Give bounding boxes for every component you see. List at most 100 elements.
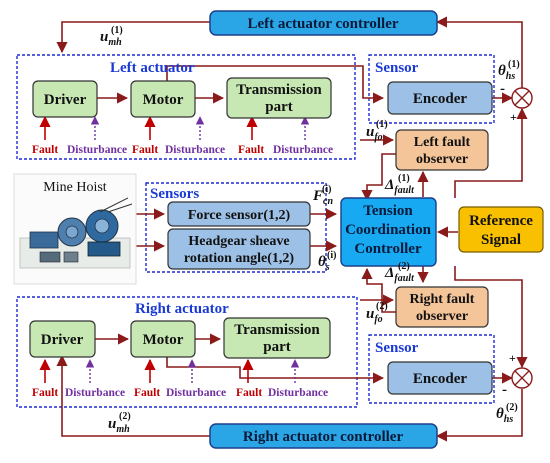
tcc-label-3: Controller [354, 241, 422, 257]
f-cn-sub: cn [323, 196, 333, 207]
right-motor-label: Motor [143, 332, 184, 348]
sum-bottom-minus-sign: - [502, 382, 507, 398]
summing-junction-top [511, 87, 533, 109]
u-mh-bottom-sub: mh [116, 424, 130, 435]
right-transmission-label-2: part [263, 339, 291, 355]
right-actuator-title: Right actuator [135, 301, 229, 317]
theta-hs-top-label: θhs [498, 63, 515, 82]
theta-hs-bottom-sub: hs [504, 414, 514, 425]
sum-bottom-plus-sign: + [509, 351, 516, 365]
left-fault-label-1: Fault [32, 144, 58, 156]
u-fo-top-label: ufo [366, 124, 383, 143]
u-fo-top-sup: (1) [376, 119, 388, 130]
delta-fault-bottom-base: Δ [384, 265, 394, 281]
left-driver-label: Driver [44, 92, 87, 108]
connections [56, 16, 528, 442]
right-fault-label-3: Fault [236, 387, 262, 399]
sensors-group-title: Sensors [150, 186, 199, 202]
right-actuator-controller-label: Right actuator controller [243, 429, 404, 445]
theta-hs-top-base: θ [498, 63, 506, 79]
theta-s-label: θs [318, 254, 330, 273]
left-actuator-title: Left actuator [110, 60, 195, 76]
theta-hs-bottom-label: θhs [496, 406, 513, 425]
right-fault-label-2: Fault [134, 387, 160, 399]
reference-signal [458, 206, 544, 253]
u-mh-top-base: u [100, 29, 108, 45]
summing-junction-bottom [511, 367, 533, 389]
sensor-bottom-group [368, 334, 495, 404]
line-right-observer-tcc [361, 267, 396, 313]
tension-coordination-controller [340, 197, 437, 267]
left-driver-block [32, 80, 98, 118]
left-disturbance-label-3: Disturbance [273, 144, 333, 156]
theta-hs-bottom-sup: (2) [506, 402, 518, 413]
right-disturbance-label-3: Disturbance [268, 387, 328, 399]
encoder-top-block [387, 81, 493, 115]
right-transmission-block [223, 317, 331, 359]
delta-fault-top-sub: fault [394, 185, 415, 196]
encoder-top-label: Encoder [413, 91, 468, 107]
line-sum-bottom-controller [435, 389, 523, 442]
line-motor-encoder-bottom [166, 355, 385, 384]
right-fault-label-1: Fault [32, 387, 58, 399]
tcc-label-2: Coordination [345, 222, 432, 238]
left-disturbance-label-2: Disturbance [165, 144, 225, 156]
right-disturbance-label-2: Disturbance [166, 387, 226, 399]
right-observer-label-2: observer [416, 309, 468, 324]
u-mh-bottom-sup: (2) [119, 411, 131, 422]
reference-label-2: Signal [481, 232, 521, 248]
line-bottom-controller-driver [56, 354, 210, 437]
left-motor-label: Motor [143, 92, 184, 108]
line-sum-top-to-controller [435, 16, 523, 95]
line-top-controller-to-driver [56, 21, 210, 54]
u-mh-top-sup: (1) [111, 25, 123, 36]
tcc-label-1: Tension [363, 203, 413, 219]
left-fault-observer [395, 129, 489, 171]
sensor-bottom-title: Sensor [375, 340, 419, 356]
delta-fault-bottom-label: Δfault [384, 265, 415, 284]
left-actuator-group [16, 54, 356, 160]
right-observer-label-1: Right fault [410, 292, 475, 307]
sensor-top-title: Sensor [375, 60, 419, 76]
fault-disturbance-arrows [39, 115, 310, 383]
u-mh-bottom-label: umh [108, 416, 130, 435]
left-fault-label-2: Fault [132, 144, 158, 156]
sum-top-plus-sign: + [510, 110, 517, 124]
f-cn-base: F [312, 188, 323, 204]
right-transmission-label-1: Transmission [234, 322, 320, 338]
left-observer-label-2: observer [416, 152, 468, 167]
line-left-observer-tcc [361, 153, 396, 202]
mine-hoist-illustration [19, 197, 133, 269]
encoder-bottom-block [387, 361, 493, 395]
f-cn-sup: (i) [322, 184, 331, 195]
theta-s-sub: s [325, 262, 330, 273]
u-mh-bottom-base: u [108, 416, 116, 432]
mine-hoist-label: Mine Hoist [43, 180, 107, 195]
left-observer-label-1: Left fault [414, 135, 471, 150]
force-sensor-block [167, 201, 311, 227]
right-fault-observer [395, 286, 489, 328]
headgear-sensor-block [167, 228, 311, 270]
sum-top-minus-sign: - [500, 81, 505, 97]
u-mh-top-label: umh [100, 29, 122, 48]
force-sensor-label: Force sensor(1,2) [188, 208, 291, 223]
u-fo-top-sub: fo [374, 132, 382, 143]
delta-fault-top-sup: (1) [398, 173, 410, 184]
u-mh-top-sub: mh [108, 37, 122, 48]
right-driver-block [29, 320, 96, 358]
headgear-sensor-label-1: Headgear sheave [188, 234, 289, 249]
theta-hs-bottom-base: θ [496, 406, 504, 422]
left-actuator-controller [209, 10, 438, 36]
line-tcc-sum-bottom [454, 266, 528, 369]
left-actuator-controller-label: Left actuator controller [247, 16, 398, 32]
delta-fault-bottom-sup: (2) [398, 261, 410, 272]
left-disturbance-label-1: Disturbance [67, 144, 127, 156]
encoder-bottom-label: Encoder [413, 371, 468, 387]
right-disturbance-label-1: Disturbance [65, 387, 125, 399]
theta-s-sup: (i) [327, 250, 336, 261]
f-cn-label: Fcn [312, 188, 333, 207]
reference-label-1: Reference [469, 213, 533, 229]
theta-hs-top-sub: hs [506, 71, 516, 82]
sensors-group [145, 182, 327, 273]
